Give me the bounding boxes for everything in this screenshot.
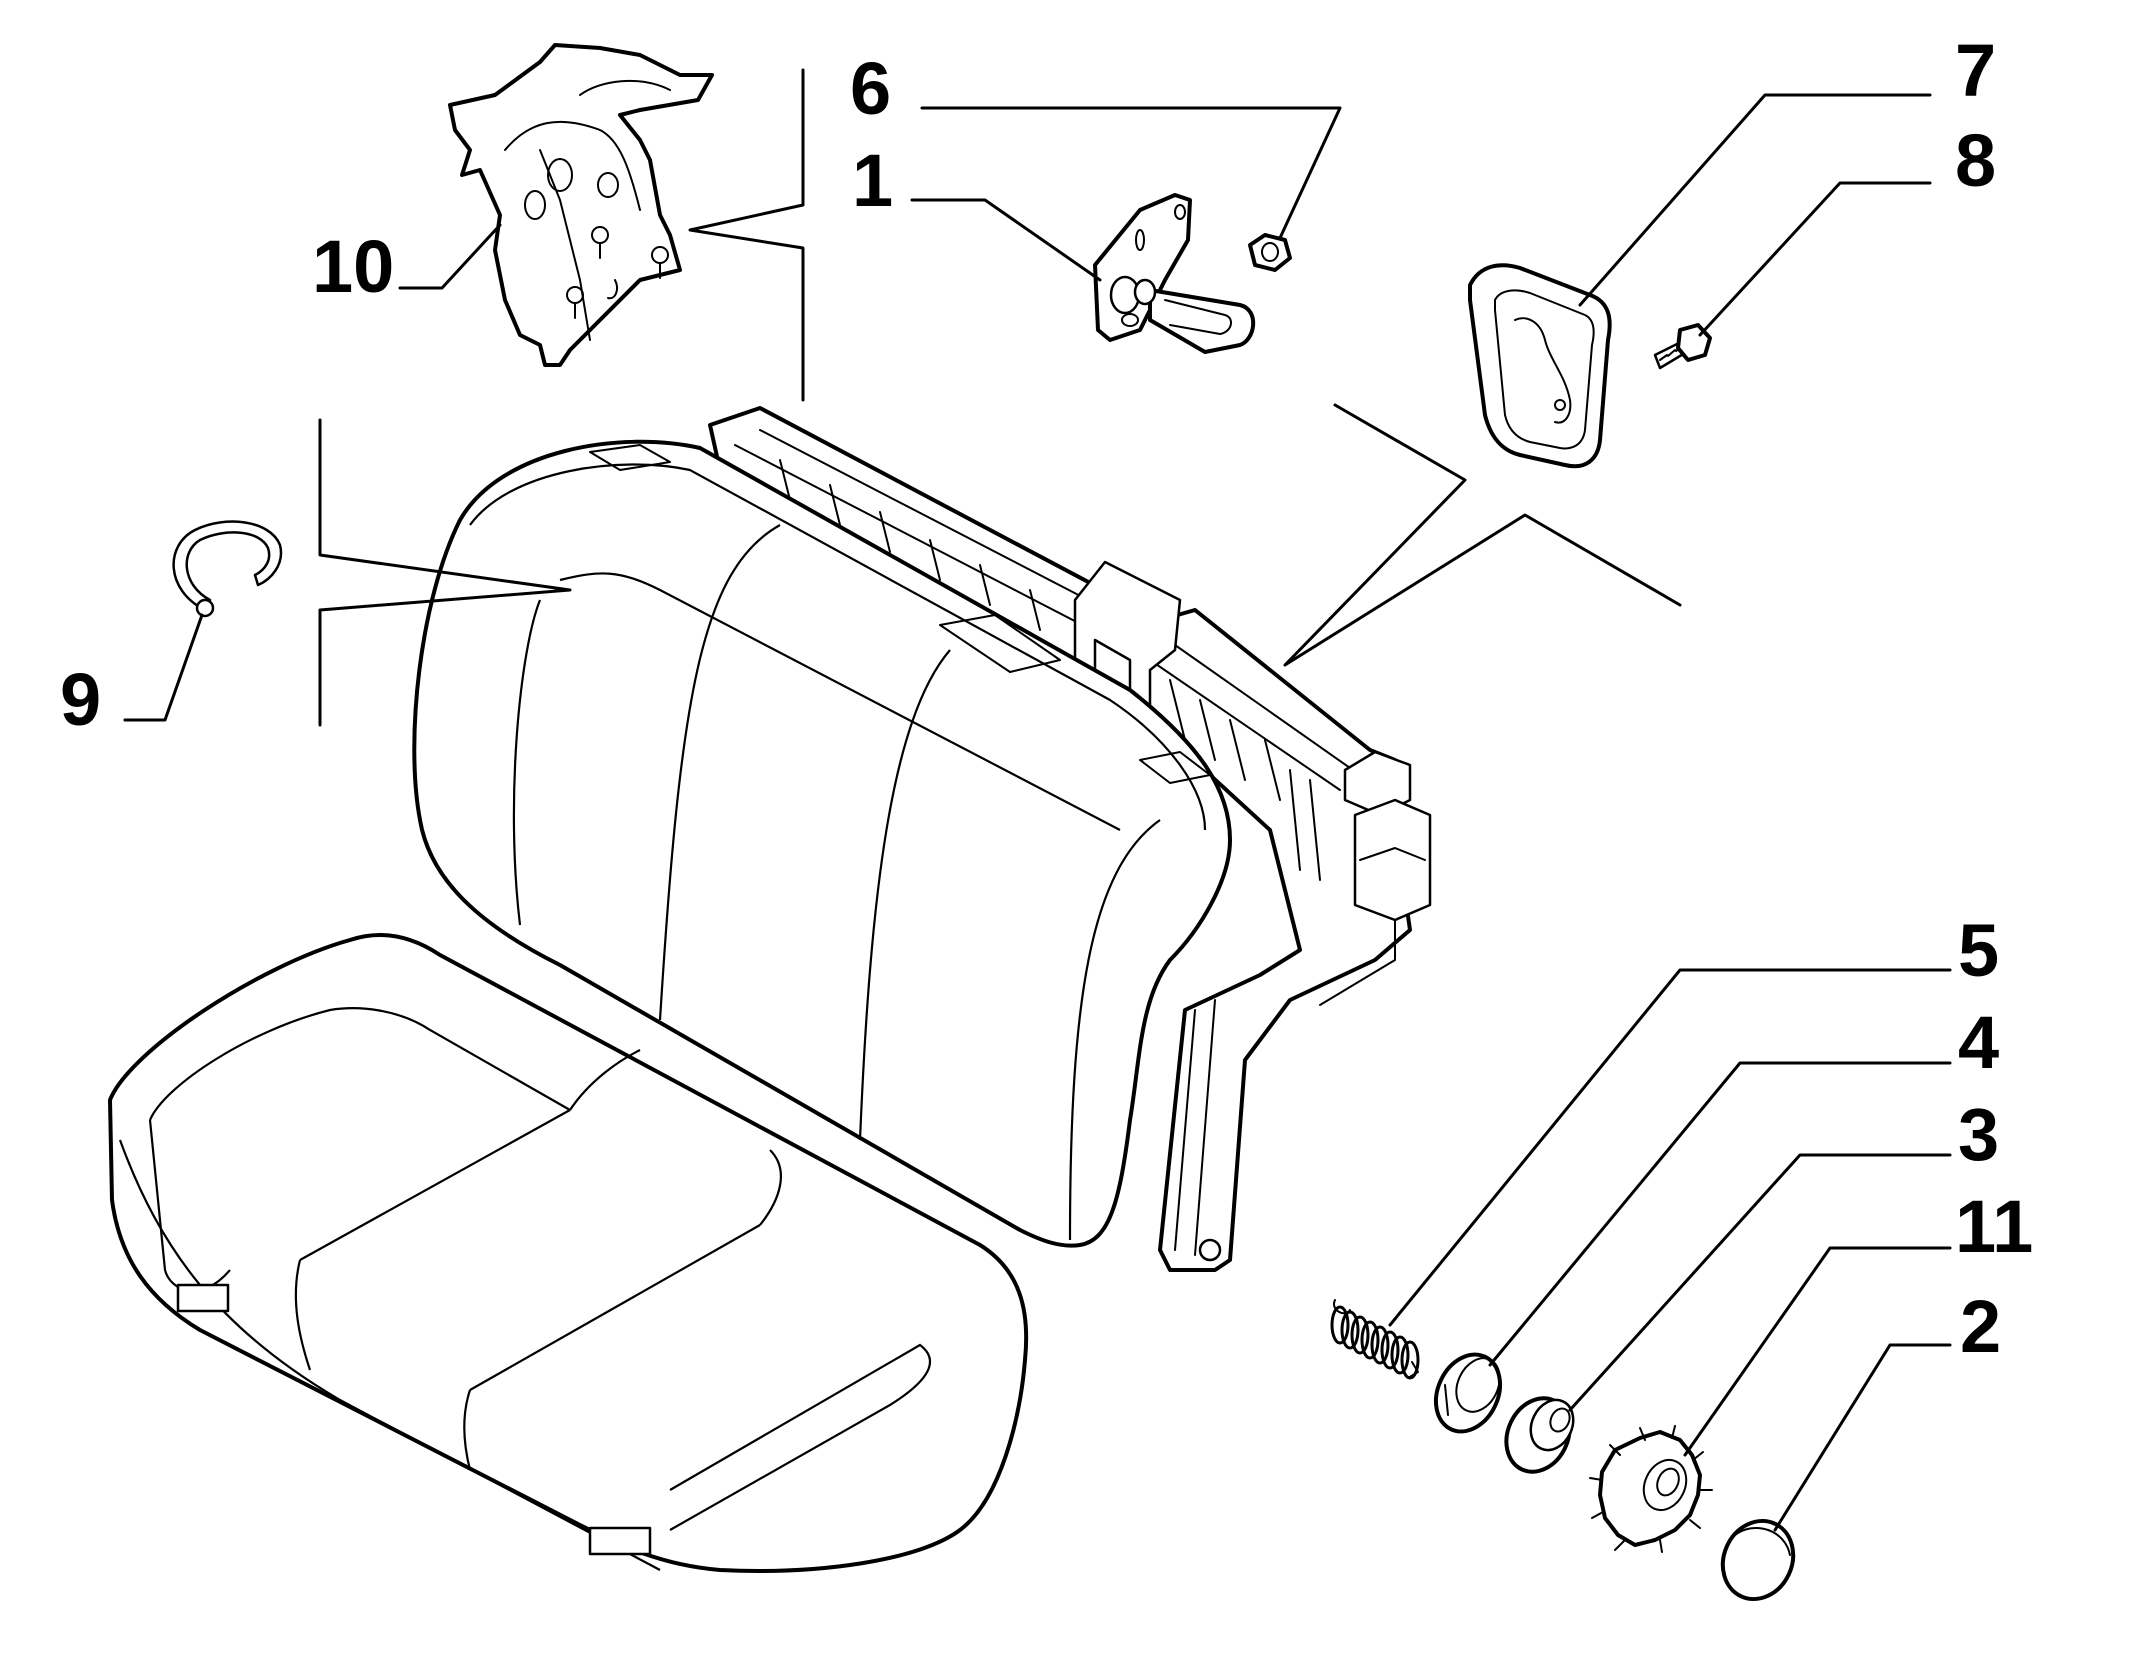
backrest-cushion [412,439,1232,1248]
callout-11: 11 [1955,1185,2033,1268]
bracket-upper-center [688,68,805,402]
leader-lines [123,68,1952,1532]
leader-4 [1488,1061,1952,1367]
callout-5: 5 [1958,909,1999,992]
coil-spring [1330,1299,1420,1380]
leader-1 [910,198,1102,282]
bracket-left [318,418,572,727]
callout-8: 8 [1955,119,1996,202]
backrest-frame [708,406,1432,1272]
leader-10 [398,223,502,290]
callout-2: 2 [1960,1285,2001,1368]
end-cap [1720,1519,1796,1601]
bushing [1433,1352,1503,1434]
seat-cushion [108,933,1029,1573]
callout-7: 7 [1955,29,1996,112]
leader-7 [1578,93,1932,307]
callout-6: 6 [850,47,891,130]
spacer [1504,1396,1575,1474]
leader-11 [1683,1246,1952,1457]
callout-1: 1 [852,139,893,222]
handle-bezel [1468,263,1612,469]
leader-2 [1773,1343,1952,1532]
bracket-right [1283,403,1682,667]
side-bracket-panel [448,43,714,367]
leader-3 [1568,1153,1952,1412]
adjustment-knob [1589,1425,1713,1553]
callout-4: 4 [1958,1001,1999,1084]
leader-6 [920,106,1342,240]
hex-nut [1248,233,1292,272]
leader-5 [1388,968,1952,1327]
callout-10: 10 [312,225,394,308]
hinge-bracket [1093,193,1256,354]
leader-8 [1698,181,1932,337]
callout-labels: 10 1 6 7 8 9 5 4 3 11 2 [60,29,2033,1368]
callout-3: 3 [1958,1093,1999,1176]
callout-9: 9 [60,658,101,741]
wire-clip [172,520,283,618]
leader-9 [123,613,204,722]
